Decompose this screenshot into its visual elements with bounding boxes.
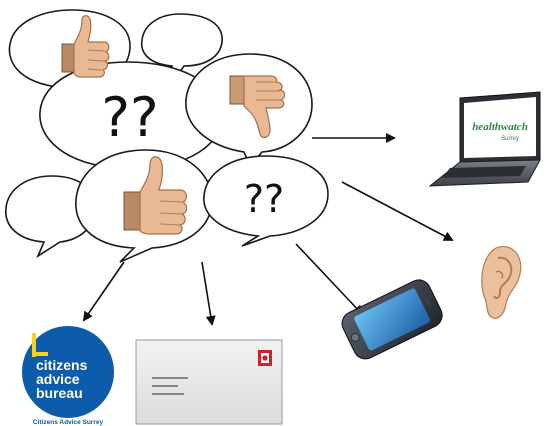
speech-bubble-top-middle bbox=[140, 13, 223, 83]
speech-bubble-question-small: ?? bbox=[203, 155, 329, 247]
arrow-to-letter bbox=[201, 261, 216, 326]
cab-logo-icon: citizens advice bureau Citizens Advice S… bbox=[22, 326, 114, 426]
envelope-icon bbox=[135, 339, 283, 425]
healthwatch-logo-text: healthwatch bbox=[472, 121, 528, 133]
cab-logo-line3: bureau bbox=[36, 385, 83, 401]
ear-icon bbox=[481, 246, 522, 319]
cab-logo-line2: advice bbox=[36, 371, 80, 387]
smartphone-icon bbox=[341, 279, 443, 360]
arrow-to-ear bbox=[341, 181, 454, 241]
thumbs-up-icon bbox=[61, 15, 110, 78]
arrow-to-phone bbox=[295, 243, 364, 316]
question-marks-small: ?? bbox=[244, 177, 284, 221]
thumbs-down-icon bbox=[229, 75, 286, 139]
cab-logo-caption: Citizens Advice Surrey bbox=[33, 419, 104, 426]
thumbs-up-icon-large bbox=[123, 156, 188, 235]
arrow-to-citizens-advice bbox=[82, 261, 125, 322]
laptop-icon: healthwatch Surrey bbox=[428, 91, 541, 187]
stamp-icon bbox=[258, 350, 272, 366]
healthwatch-sub-text: Surrey bbox=[501, 136, 519, 142]
question-marks-large: ?? bbox=[101, 86, 158, 149]
cab-logo-line1: citizens bbox=[36, 357, 88, 373]
